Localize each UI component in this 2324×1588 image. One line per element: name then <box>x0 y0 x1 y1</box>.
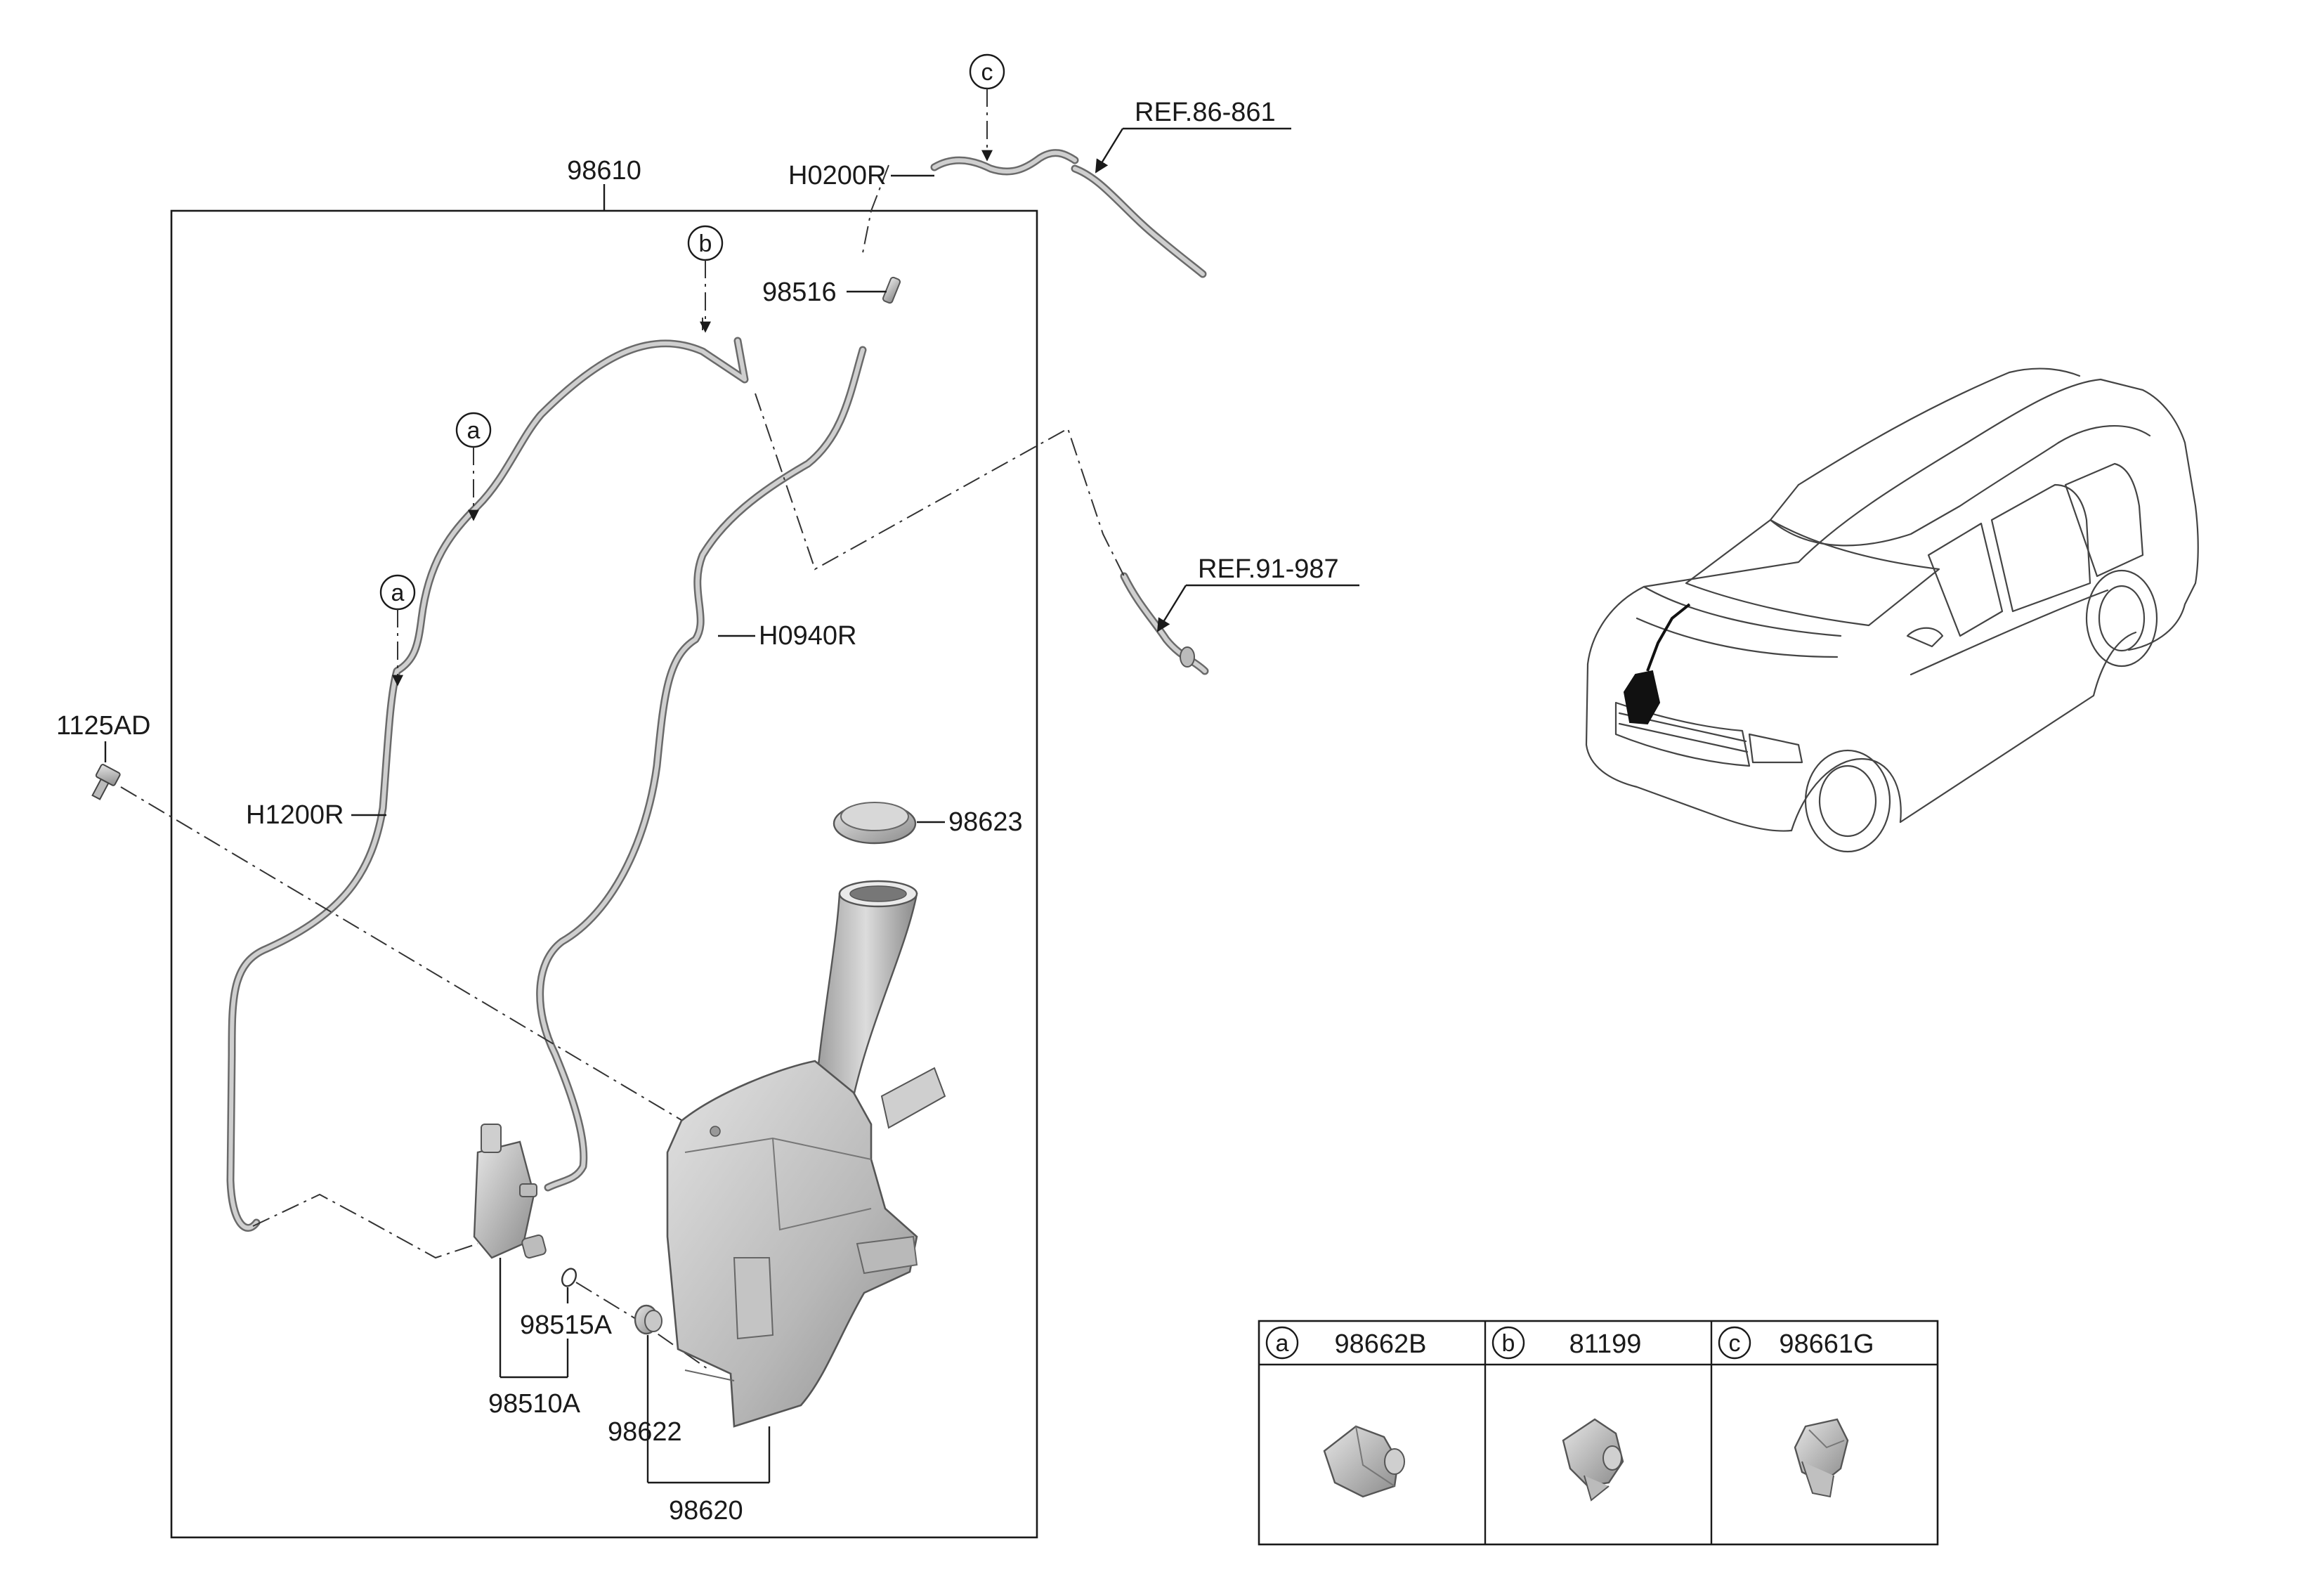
label-h0940r: H0940R <box>718 621 856 651</box>
clip-98662b-image <box>1323 1425 1405 1498</box>
svg-text:98623: 98623 <box>948 807 1023 837</box>
svg-text:98516: 98516 <box>762 278 837 307</box>
bolt-1125ad: 1125AD <box>56 711 151 800</box>
callout-a-lower: a <box>379 574 416 686</box>
pump-98510a: 98510A <box>473 1124 581 1419</box>
callout-a-upper: a <box>455 412 492 521</box>
callout-b: b <box>687 225 724 333</box>
clip-98661g-image <box>1794 1418 1849 1498</box>
svg-text:98620: 98620 <box>669 1496 743 1525</box>
svg-text:98510A: 98510A <box>488 1389 581 1419</box>
hose-h0200r <box>930 149 1207 278</box>
svg-text:98515A: 98515A <box>520 1310 613 1340</box>
clip-legend-table: a 98662B b 81199 c 98661G <box>1258 1320 1939 1546</box>
legend-item-b: b 81199 <box>1491 1326 1642 1502</box>
assembly-frame: 98610 <box>170 156 1038 1539</box>
vehicle-locator-illustration <box>1585 367 2199 853</box>
svg-text:1125AD: 1125AD <box>56 711 151 741</box>
svg-text:81199: 81199 <box>1569 1329 1642 1359</box>
reservoir-98620 <box>666 880 946 1444</box>
svg-text:a: a <box>467 417 481 444</box>
hose-ref91 <box>1120 572 1209 675</box>
svg-text:H0200R: H0200R <box>788 161 886 190</box>
svg-text:98662B: 98662B <box>1334 1329 1426 1359</box>
legend-item-c: c 98661G <box>1718 1326 1874 1498</box>
legend-item-a: a 98662B <box>1265 1326 1427 1498</box>
seal-98515a: 98515A <box>520 1268 613 1340</box>
grommet-98622: 98622 98620 <box>608 1304 771 1525</box>
assembly-label: 98610 <box>567 156 641 186</box>
callout-c: c <box>969 53 1005 162</box>
svg-text:c: c <box>1729 1330 1741 1357</box>
hose-h1200r <box>226 337 749 1232</box>
svg-text:c: c <box>981 59 993 86</box>
svg-text:H0940R: H0940R <box>759 621 856 651</box>
connector-98516: 98516 <box>762 276 901 307</box>
svg-text:a: a <box>391 580 405 606</box>
svg-text:REF.86-861: REF.86-861 <box>1135 98 1276 127</box>
svg-text:b: b <box>1502 1330 1515 1357</box>
svg-text:98661G: 98661G <box>1779 1329 1874 1359</box>
svg-text:a: a <box>1276 1330 1289 1357</box>
ref-91-987: REF.91-987 <box>1156 554 1359 632</box>
hose-h0940r <box>536 346 867 1192</box>
svg-text:98622: 98622 <box>608 1417 682 1447</box>
svg-text:H1200R: H1200R <box>246 800 344 830</box>
svg-text:REF.91-987: REF.91-987 <box>1198 554 1339 584</box>
ref-86-861: REF.86-861 <box>1095 98 1291 174</box>
clip-81199-image <box>1562 1418 1624 1502</box>
label-h0200r: H0200R <box>788 161 934 190</box>
dashed-routing <box>120 164 1125 1371</box>
cap-98623: 98623 <box>833 802 1023 845</box>
label-h1200r: H1200R <box>246 800 386 830</box>
svg-text:b: b <box>699 230 712 257</box>
